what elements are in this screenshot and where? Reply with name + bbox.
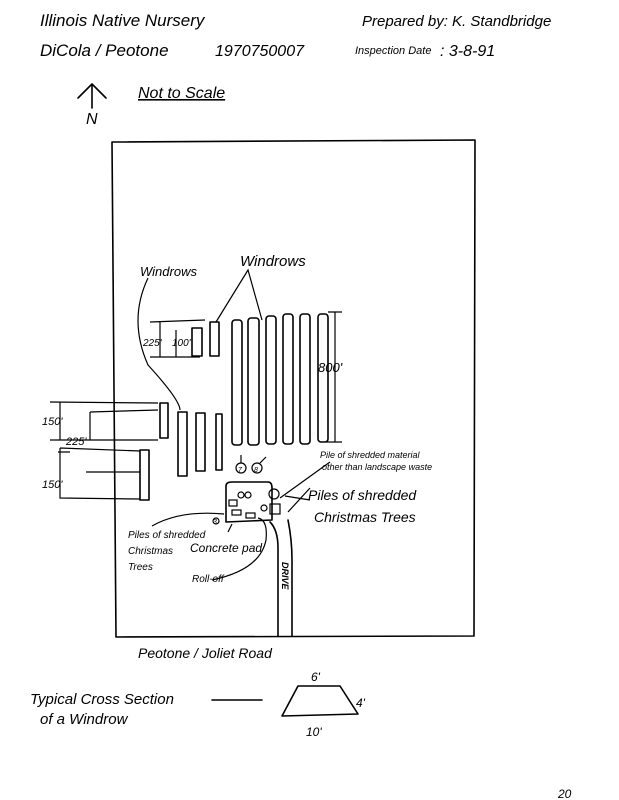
page-number: 20 — [557, 787, 572, 800]
dim-150-b: 150' — [42, 479, 63, 491]
windrows-label-top: Windrows — [240, 253, 306, 270]
piles-xmas-left-2: Christmas — [128, 546, 173, 557]
site-id: 1970750007 — [215, 43, 305, 60]
prepared-by: Prepared by: K. Standbridge — [362, 13, 551, 30]
drive-label: DRIVE — [280, 562, 290, 591]
north-label: N — [86, 111, 98, 128]
dim-800: 800' — [318, 360, 343, 375]
windrows-long — [231, 313, 329, 446]
piles-xmas-left-3: Trees — [128, 562, 153, 573]
piles-xmas-right-1: Piles of shredded — [308, 487, 417, 503]
windrows-lower — [139, 402, 223, 501]
piles-xmas-right-2: Christmas Trees — [314, 509, 416, 525]
pile-7: 7 — [238, 467, 243, 474]
dim-100: 100' — [172, 338, 192, 349]
cross-section-top: 6' — [311, 670, 321, 684]
pile-other-label-2: other than landscape waste — [322, 462, 432, 472]
windrows-leader-left — [137, 277, 181, 411]
inspection-date: : 3-8-91 — [440, 43, 495, 60]
pile-3: 3 — [213, 519, 217, 526]
dim-150-a: 150' — [42, 416, 63, 428]
windrows-label-left: Windrows — [140, 264, 197, 279]
scale-note: Not to Scale — [138, 85, 225, 102]
roll-off-label: Roll-off — [192, 574, 225, 585]
piles-xmas-left-1: Piles of shredded — [128, 530, 206, 541]
road-label: Peotone / Joliet Road — [138, 645, 273, 661]
windrows-leader-top — [215, 268, 263, 323]
pile-8: 8 — [254, 467, 258, 474]
cross-section-height: 4' — [356, 696, 366, 710]
facility-name: Illinois Native Nursery — [40, 11, 206, 30]
concrete-pad — [225, 481, 273, 523]
dim-225-mid: 225' — [65, 436, 87, 448]
windrow-cross-section — [281, 685, 359, 717]
location: DiCola / Peotone — [40, 41, 169, 60]
drive — [269, 519, 293, 637]
cross-section-title-1: Typical Cross Section — [30, 691, 174, 708]
concrete-pad-label: Concrete pad — [190, 541, 262, 555]
pile-other-label: Pile of shredded material — [320, 450, 421, 460]
dim-800-line — [326, 311, 342, 443]
piles-on-pad — [212, 455, 281, 525]
windrows-upper-small — [191, 321, 220, 357]
north-arrow-icon — [77, 83, 107, 109]
cross-section-base: 10' — [306, 725, 322, 739]
dim-225-top: 225' — [142, 338, 163, 349]
cross-section-title-2: of a Windrow — [40, 711, 129, 728]
inspection-label: Inspection Date — [355, 45, 431, 57]
